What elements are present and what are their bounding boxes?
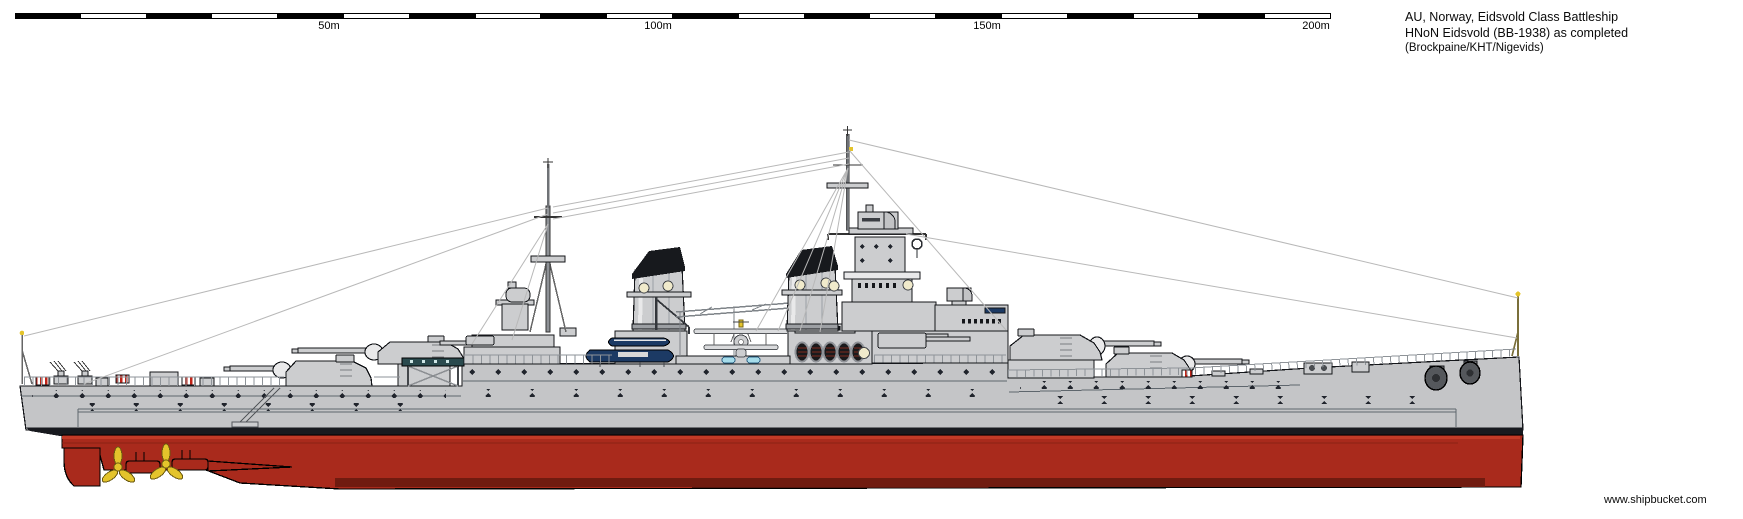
- scale-bar: [15, 13, 1331, 19]
- searchlight: [902, 279, 914, 291]
- scale-segment: [1132, 13, 1200, 19]
- secondary-gun-mount: [877, 332, 971, 349]
- scale-segment: [211, 13, 279, 19]
- boot-stripe: [26, 427, 1523, 436]
- scale-segment: [409, 13, 475, 19]
- scale-label-200m: 200m: [1302, 20, 1330, 32]
- engine-room-vents: [794, 341, 866, 363]
- scale-segment: [869, 13, 937, 19]
- aft-funnel: [626, 247, 692, 334]
- seaplane-upper-wing: [693, 328, 789, 334]
- title-line-3: (Brockpaine/KHT/Nigevids): [1405, 42, 1544, 54]
- propeller-shafts: [125, 450, 293, 474]
- scale-segment: [146, 13, 212, 19]
- df-loop: [911, 238, 923, 250]
- forward-director-house: [934, 287, 1009, 332]
- title-block: AU, Norway, Eidsvold Class Battleship HN…: [1405, 10, 1628, 57]
- secondary-rangefinder: [946, 287, 973, 306]
- searchlight: [638, 282, 650, 294]
- rigging: [23, 139, 1519, 385]
- aft-superstructure: [439, 281, 577, 365]
- seaplane-float: [746, 356, 761, 364]
- scale-segment: [541, 13, 607, 19]
- scale-segment: [342, 13, 410, 19]
- scale-segment: [936, 13, 1001, 19]
- main-rangefinder: [857, 204, 899, 230]
- scale-segment: [1067, 13, 1133, 19]
- scale-segment: [606, 13, 673, 19]
- scale-segment: [672, 13, 738, 19]
- anchor: [1424, 365, 1448, 391]
- scale-segment: [79, 13, 147, 19]
- scale-segment: [804, 13, 870, 19]
- aft-turret-Y: [223, 354, 373, 387]
- boat-gantry: [401, 357, 465, 387]
- jackstaff: [1511, 296, 1519, 357]
- title-line-1: AU, Norway, Eidsvold Class Battleship: [1405, 10, 1619, 24]
- funnel-cap: [632, 247, 685, 279]
- boat-crane: [654, 297, 690, 334]
- anchor: [1459, 360, 1481, 385]
- scale-label-50m: 50m: [318, 20, 340, 32]
- scale-segment: [474, 13, 542, 19]
- rudder: [63, 447, 101, 487]
- propeller: [101, 446, 136, 483]
- scale-segment: [15, 13, 80, 19]
- scale-label-100m: 100m: [644, 20, 672, 32]
- conning-tower: [827, 204, 937, 359]
- hull: [19, 356, 1524, 490]
- scale-segment: [1000, 13, 1068, 19]
- scale-segment: [278, 13, 343, 19]
- foremast: [826, 126, 869, 231]
- aa-gun: [49, 360, 69, 385]
- searchlight: [828, 280, 840, 292]
- mainmast: [529, 158, 567, 333]
- scale-segment: [737, 13, 805, 19]
- scale-label-150m: 150m: [973, 20, 1001, 32]
- forward-turret-B: [1009, 328, 1162, 361]
- title-line-2: HNoN Eidsvold (BB-1938) as completed: [1405, 25, 1629, 40]
- scale-segment: [1264, 13, 1331, 19]
- aa-gun: [73, 360, 93, 385]
- seaplane: [693, 319, 789, 364]
- ships-boats: [585, 337, 674, 367]
- scale-segment: [1199, 13, 1265, 19]
- aft-director: [495, 281, 535, 331]
- searchlight: [858, 347, 870, 359]
- stern-flagstaff: [21, 335, 33, 385]
- accommodation-ladder: [231, 387, 281, 428]
- site-url: www.shipbucket.com: [1604, 494, 1707, 506]
- propeller: [149, 443, 184, 480]
- seaplane-float: [721, 356, 736, 364]
- searchlight: [662, 280, 674, 292]
- deck-railings: [24, 348, 1517, 386]
